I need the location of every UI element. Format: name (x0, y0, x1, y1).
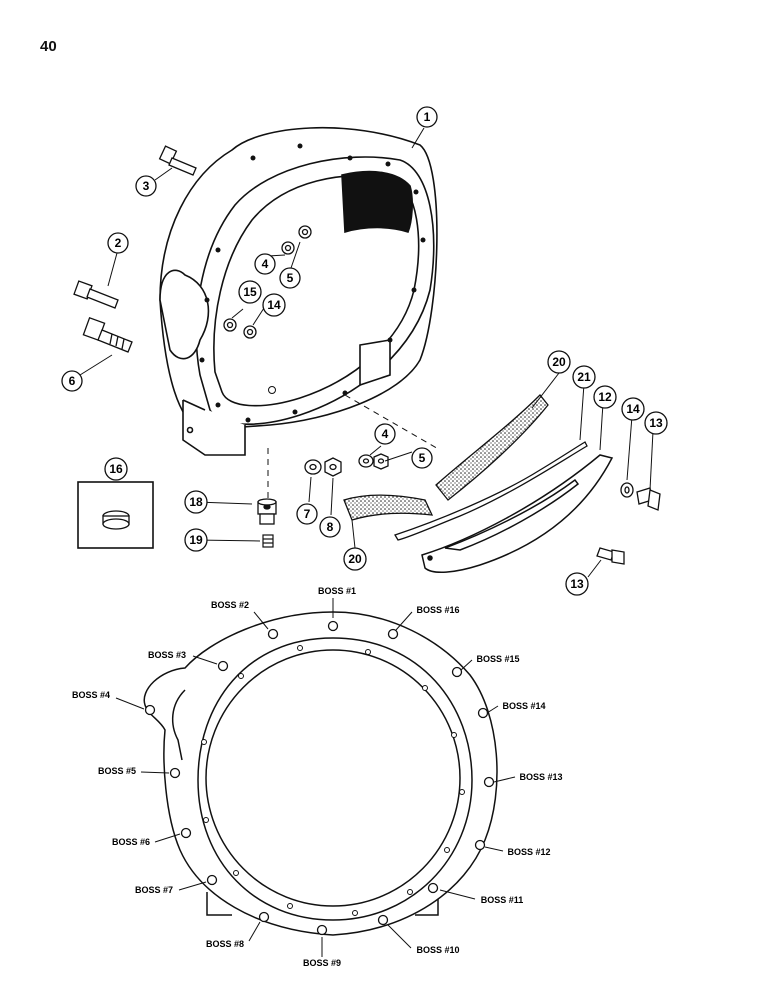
boss-label-6: BOSS #6 (112, 837, 150, 847)
cover-plate-12 (421, 454, 614, 573)
boss-label-5: BOSS #5 (98, 766, 136, 776)
callout-13-right: 13 (644, 411, 668, 435)
svg-text:16: 16 (109, 462, 123, 476)
svg-text:18: 18 (189, 495, 203, 509)
callout-21: 21 (572, 365, 596, 389)
callout-15: 15 (238, 280, 262, 304)
bolt-13-lower (596, 547, 625, 565)
seal-20-upper (435, 394, 549, 501)
svg-text:7: 7 (304, 507, 311, 521)
svg-text:19: 19 (189, 533, 203, 547)
small-bolt-holes (201, 645, 465, 916)
boss-label-14: BOSS #14 (502, 701, 545, 711)
callout-5-upper: 5 (279, 267, 301, 289)
seal-20-lower (343, 494, 434, 521)
boss-label-7: BOSS #7 (135, 885, 173, 895)
svg-text:1: 1 (424, 110, 431, 124)
callout-4-lower: 4 (374, 423, 396, 445)
strip-21 (394, 441, 588, 541)
plug-16-card (77, 481, 154, 549)
svg-text:14: 14 (267, 298, 281, 312)
boss-label-10: BOSS #10 (416, 945, 459, 955)
boss-label-2: BOSS #2 (211, 600, 249, 610)
boss-label-3: BOSS #3 (148, 650, 186, 660)
callout-6: 6 (61, 370, 83, 392)
svg-text:5: 5 (419, 451, 426, 465)
bolt-2 (73, 280, 119, 309)
callout-14-lower: 14 (621, 397, 645, 421)
svg-text:2: 2 (115, 236, 122, 250)
boss-label-4: BOSS #4 (72, 690, 110, 700)
callout-8: 8 (319, 516, 341, 538)
callout-2: 2 (107, 232, 129, 254)
callout-3: 3 (135, 175, 157, 197)
boss-leaders (115, 598, 516, 957)
callout-13-lower: 13 (565, 572, 589, 596)
callout-19: 19 (184, 528, 208, 552)
callout-7: 7 (296, 503, 318, 525)
svg-text:15: 15 (243, 285, 257, 299)
svg-text:12: 12 (598, 390, 612, 404)
flange-face-view (143, 611, 498, 936)
bolt-3 (158, 145, 197, 176)
callout-20-upper: 20 (547, 350, 571, 374)
boss-holes (144, 620, 495, 936)
boss-labels: BOSS #1 BOSS #2 BOSS #3 BOSS #4 BOSS #5 … (72, 586, 563, 968)
svg-text:4: 4 (262, 257, 269, 271)
svg-text:20: 20 (552, 355, 566, 369)
flywheel-housing (159, 126, 438, 456)
svg-text:14: 14 (626, 402, 640, 416)
washer-14-right (620, 482, 634, 498)
boss-label-13: BOSS #13 (519, 772, 562, 782)
svg-text:13: 13 (649, 416, 663, 430)
svg-text:6: 6 (69, 374, 76, 388)
callout-20-lower: 20 (343, 547, 367, 571)
boss-label-9: BOSS #9 (303, 958, 341, 968)
setscrew-19 (262, 534, 274, 548)
callout-5-lower: 5 (411, 447, 433, 469)
svg-text:20: 20 (348, 552, 362, 566)
callout-1: 1 (416, 106, 438, 128)
svg-text:8: 8 (327, 520, 334, 534)
plug-18 (257, 498, 277, 525)
boss-label-12: BOSS #12 (507, 847, 550, 857)
callout-16: 16 (104, 457, 128, 481)
housing-bolt-holes (199, 143, 426, 423)
guide-lines (267, 394, 441, 498)
svg-text:4: 4 (382, 427, 389, 441)
boss-label-15: BOSS #15 (476, 654, 519, 664)
bolt-6 (82, 316, 133, 353)
callout-18: 18 (184, 490, 208, 514)
callout-12: 12 (593, 385, 617, 409)
svg-text:21: 21 (577, 370, 591, 384)
loose-nuts (304, 453, 389, 477)
boss-label-1: BOSS #1 (318, 586, 356, 596)
boss-label-8: BOSS #8 (206, 939, 244, 949)
bolt-13-right (636, 487, 661, 511)
svg-text:13: 13 (570, 577, 584, 591)
boss-label-16: BOSS #16 (416, 605, 459, 615)
page-number: 40 (40, 38, 57, 55)
svg-text:3: 3 (143, 179, 150, 193)
callout-14-upper: 14 (262, 293, 286, 317)
svg-text:5: 5 (287, 271, 294, 285)
boss-label-11: BOSS #11 (481, 895, 524, 905)
housing-nuts (223, 225, 312, 339)
callout-4-upper: 4 (254, 253, 276, 275)
